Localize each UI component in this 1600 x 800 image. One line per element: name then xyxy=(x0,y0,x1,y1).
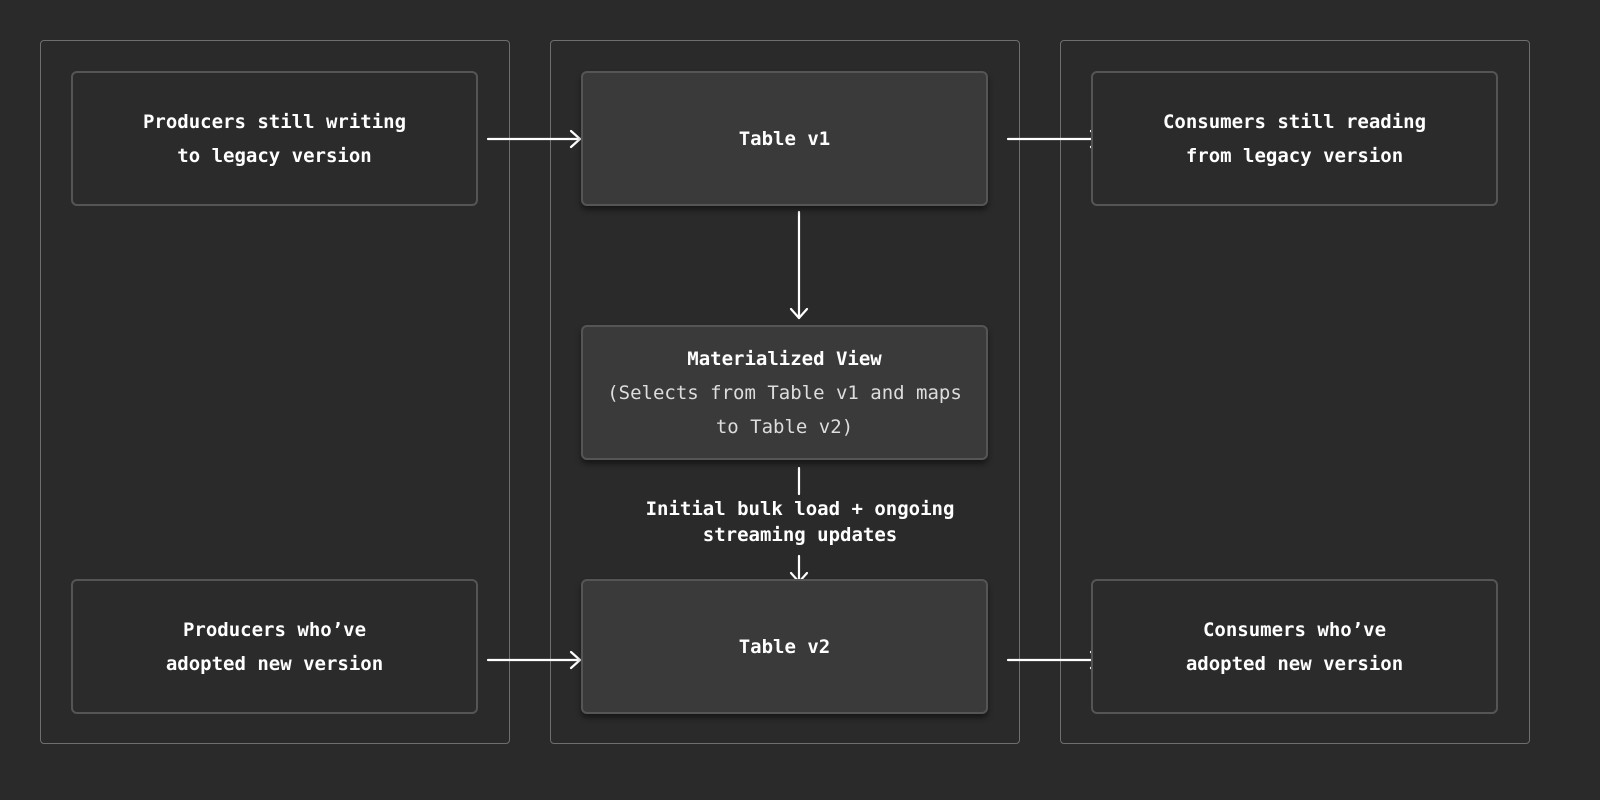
table-v1-label: Table v1 xyxy=(738,127,831,150)
producers-new-line-2: adopted new version xyxy=(165,652,384,675)
materialized-view-title: Materialized View xyxy=(687,347,882,370)
consumers-column xyxy=(1060,40,1530,744)
producers-new-node: Producers who’ve adopted new version xyxy=(71,579,478,714)
consumers-new-line-1: Consumers who’ve xyxy=(1202,618,1387,641)
edge-label-line-1: Initial bulk load + ongoing xyxy=(645,498,955,520)
producers-legacy-line-1: Producers still writing xyxy=(142,110,407,133)
bulk-load-edge-label: Initial bulk load + ongoing streaming up… xyxy=(600,496,1000,548)
edge-label-line-2: streaming updates xyxy=(702,524,898,546)
materialized-view-subtitle-line-1: (Selects from Table v1 and maps xyxy=(607,381,962,404)
consumers-legacy-line-1: Consumers still reading xyxy=(1162,110,1427,133)
consumers-legacy-line-2: from legacy version xyxy=(1185,144,1404,167)
consumers-legacy-node: Consumers still reading from legacy vers… xyxy=(1091,71,1498,206)
consumers-new-node: Consumers who’ve adopted new version xyxy=(1091,579,1498,714)
consumers-new-line-2: adopted new version xyxy=(1185,652,1404,675)
producers-legacy-node: Producers still writing to legacy versio… xyxy=(71,71,478,206)
producers-new-line-1: Producers who’ve xyxy=(182,618,367,641)
materialized-view-node: Materialized View (Selects from Table v1… xyxy=(581,325,988,460)
producers-column xyxy=(40,40,510,744)
table-v2-label: Table v2 xyxy=(738,635,831,658)
materialized-view-subtitle-line-2: to Table v2) xyxy=(715,415,854,438)
tables-column xyxy=(550,40,1020,744)
producers-legacy-line-2: to legacy version xyxy=(177,144,372,167)
table-v1-node: Table v1 xyxy=(581,71,988,206)
table-v2-node: Table v2 xyxy=(581,579,988,714)
